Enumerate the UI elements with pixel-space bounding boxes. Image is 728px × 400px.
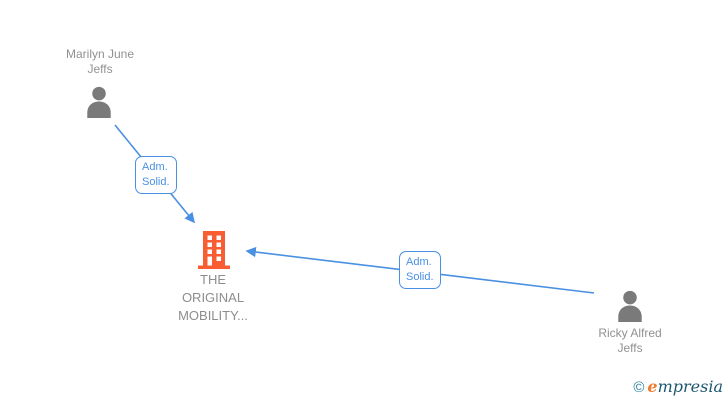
node-person1[interactable] <box>84 86 114 118</box>
person2-name-line2: Jeffs <box>617 341 643 355</box>
edge2-label-line1: Adm. <box>406 256 432 268</box>
person1-name-line2: Jeffs <box>87 62 113 76</box>
watermark-brand-initial: e <box>647 377 658 396</box>
person2-name-line1: Ricky Alfred <box>598 326 662 340</box>
edge1-label-line1: Adm. <box>142 161 168 173</box>
edge1-label-line2: Solid. <box>142 175 170 188</box>
edge2-label-line2: Solid. <box>406 270 434 283</box>
company-name-line1: THE <box>200 272 226 287</box>
building-icon <box>198 231 230 269</box>
node-person2[interactable] <box>615 290 645 322</box>
person1-name-label: Marilyn June Jeffs <box>40 47 160 77</box>
company-name-label: THE ORIGINAL MOBILITY... <box>153 271 273 325</box>
empresia-watermark: ©empresia <box>633 377 723 396</box>
person-icon <box>87 86 111 118</box>
copyright-icon: © <box>633 379 645 396</box>
edge1-label-box[interactable]: Adm. Solid. <box>135 156 177 194</box>
watermark-brand-rest: mpresia <box>657 377 723 396</box>
node-company[interactable] <box>197 231 231 269</box>
company-name-line3: MOBILITY... <box>178 308 248 323</box>
person2-name-label: Ricky Alfred Jeffs <box>570 326 690 356</box>
person-icon <box>618 290 642 322</box>
company-name-line2: ORIGINAL <box>181 290 245 305</box>
person1-name-line1: Marilyn June <box>65 47 135 61</box>
edge2-label-box[interactable]: Adm. Solid. <box>399 251 441 289</box>
